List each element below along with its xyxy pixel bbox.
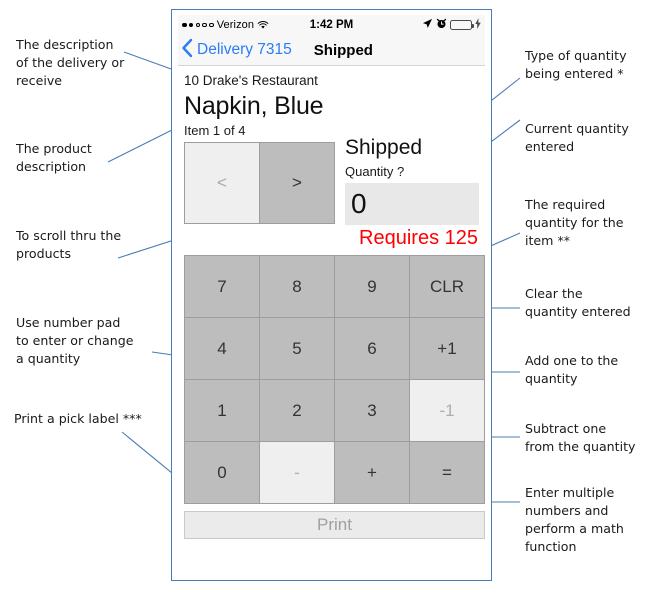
key-1[interactable]: 1 [185, 380, 259, 441]
key-3[interactable]: 3 [335, 380, 409, 441]
key-8[interactable]: 8 [260, 256, 334, 317]
wifi-icon [257, 20, 269, 30]
annotation-scroll-products: To scroll thru the products [16, 228, 122, 261]
annotation-clear-quantity: Clear the quantity entered [525, 286, 631, 319]
quantity-input[interactable]: 0 [345, 183, 479, 225]
annotation-quantity-type: Type of quantity being entered * [525, 48, 627, 81]
key-4[interactable]: 4 [185, 318, 259, 379]
item-counter: Item 1 of 4 [184, 123, 246, 138]
key-plus[interactable]: + [335, 442, 409, 503]
quantity-value: 0 [351, 188, 367, 219]
page-title: Shipped [313, 41, 373, 59]
status-bar-time: 1:42 PM [309, 19, 354, 31]
status-bar: Verizon 1:42 PM [178, 15, 485, 35]
annotation-delivery-description: The description of the delivery or recei… [16, 37, 125, 88]
carrier-label: Verizon [216, 19, 255, 31]
chevron-left-icon [181, 38, 193, 63]
annotation-subtract-one: Subtract one from the quantity [525, 421, 636, 454]
phone-frame: Verizon 1:42 PM [171, 9, 492, 581]
print-button[interactable]: Print [184, 511, 485, 539]
alarm-clock-icon [436, 18, 447, 32]
key-equals[interactable]: = [410, 442, 484, 503]
key-0[interactable]: 0 [185, 442, 259, 503]
product-description: Napkin, Blue [184, 92, 324, 120]
status-bar-left: Verizon [178, 19, 292, 31]
key-9[interactable]: 9 [335, 256, 409, 317]
key-5[interactable]: 5 [260, 318, 334, 379]
signal-strength-icon [182, 22, 214, 28]
previous-item-button[interactable]: < [185, 143, 260, 223]
battery-icon [450, 20, 474, 30]
key-clear[interactable]: CLR [410, 256, 484, 317]
annotation-product-description: The product description [16, 141, 92, 174]
required-quantity-text: Requires 125 [359, 227, 478, 249]
key-plus-one[interactable]: +1 [410, 318, 484, 379]
customer-name: 10 Drake's Restaurant [184, 73, 318, 88]
screen-body: 10 Drake's Restaurant Napkin, Blue Item … [178, 66, 485, 566]
quantity-prompt-label: Quantity ? [345, 164, 405, 179]
key-minus-one: -1 [410, 380, 484, 441]
item-navigation-column: Item 1 of 4 < > [184, 123, 336, 250]
navigation-bar: Delivery 7315 Shipped [178, 35, 485, 66]
key-2[interactable]: 2 [260, 380, 334, 441]
status-bar-right [422, 18, 485, 32]
key-6[interactable]: 6 [335, 318, 409, 379]
lightning-bolt-icon [475, 18, 481, 32]
next-item-button[interactable]: > [260, 143, 334, 223]
annotation-required-quantity: The required quantity for the item ** [525, 197, 624, 248]
annotation-math-function: Enter multiple numbers and perform a mat… [525, 485, 624, 554]
quantity-type-label: Shipped [345, 136, 423, 159]
annotation-current-quantity: Current quantity entered [525, 121, 629, 154]
location-arrow-icon [422, 18, 433, 32]
quantity-column: Shipped Quantity ? 0 Requires 125 [336, 123, 479, 250]
back-button[interactable]: Delivery 7315 [178, 38, 292, 63]
key-minus: - [260, 442, 334, 503]
annotation-print-pick-label: Print a pick label *** [14, 411, 142, 426]
item-and-quantity-row: Item 1 of 4 < > Shipped Quantity ? 0 Req… [184, 123, 479, 250]
item-nav-buttons: < > [184, 142, 335, 224]
annotation-number-pad: Use number pad to enter or change a quan… [16, 315, 134, 366]
key-7[interactable]: 7 [185, 256, 259, 317]
annotation-add-one: Add one to the quantity [525, 353, 619, 386]
back-button-label: Delivery 7315 [197, 41, 292, 58]
